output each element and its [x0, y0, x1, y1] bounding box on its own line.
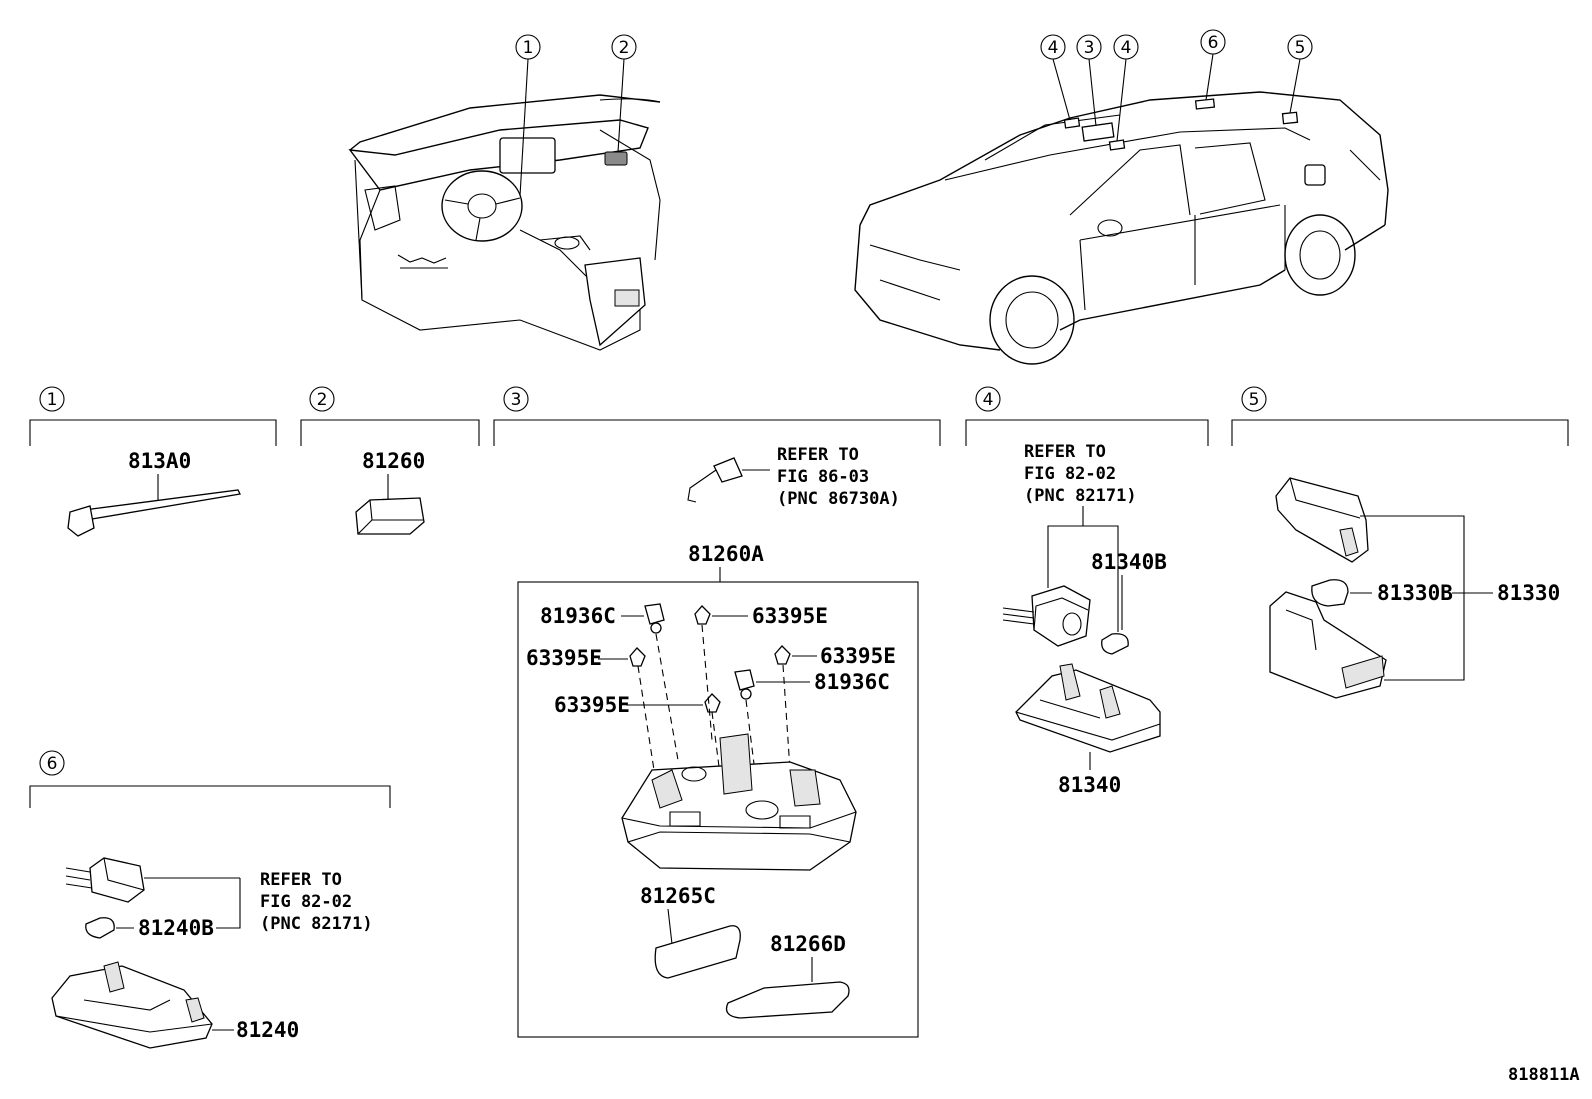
- section-4-number: 4: [983, 390, 994, 410]
- part-label-81260: 81260: [362, 449, 425, 473]
- part-label-81936C-a: 81936C: [540, 604, 616, 628]
- part-label-63395E-c: 63395E: [820, 644, 896, 668]
- part-label-81330: 81330: [1497, 581, 1560, 605]
- part-label-63395E-b: 63395E: [526, 646, 602, 670]
- callout-4b-top: 4: [1121, 38, 1132, 58]
- part-label-81260A: 81260A: [688, 542, 764, 566]
- part-label-81265C: 81265C: [640, 884, 716, 908]
- callout-3-top: 3: [1084, 38, 1095, 58]
- refer-note-4-line2: FIG 82-02: [1024, 464, 1116, 484]
- section-4: 4 REFER TO FIG 82-02 (PNC 82171) 81340B …: [965, 386, 1209, 797]
- callout-5-top: 5: [1295, 38, 1306, 58]
- part-label-81266D: 81266D: [770, 932, 846, 956]
- section-5-number: 5: [1249, 390, 1260, 410]
- refer-note-4-line1: REFER TO: [1024, 442, 1106, 462]
- part-label-63395E-d: 63395E: [554, 693, 630, 717]
- part-label-81240: 81240: [236, 1018, 299, 1042]
- section-3-number: 3: [511, 390, 522, 410]
- section-1-number: 1: [47, 390, 58, 410]
- section-5: 5 81330B 81330: [1231, 386, 1569, 699]
- callout-4a-top: 4: [1048, 38, 1059, 58]
- section-6-number: 6: [47, 754, 58, 774]
- refer-note-3-line2: FIG 86-03: [777, 467, 869, 487]
- section-2: 2 81260: [300, 386, 480, 535]
- refer-note-6-line2: FIG 82-02: [260, 892, 352, 912]
- refer-note-3-line3: (PNC 86730A): [777, 489, 900, 509]
- figure-id: 818811A: [1508, 1065, 1580, 1085]
- section-2-number: 2: [317, 390, 328, 410]
- part-label-81330B: 81330B: [1377, 581, 1453, 605]
- section-3: 3 REFER TO FIG 86-03 (PNC 86730A) 81260A…: [493, 386, 941, 1038]
- assembly-81260A-box: [517, 581, 919, 1038]
- callout-1-top: 1: [523, 38, 534, 58]
- refer-note-6-line3: (PNC 82171): [260, 914, 373, 934]
- part-label-81936C-b: 81936C: [814, 670, 890, 694]
- part-label-813A0: 813A0: [128, 449, 191, 473]
- refer-note-6-line1: REFER TO: [260, 870, 342, 890]
- part-label-63395E-a: 63395E: [752, 604, 828, 628]
- part-label-81340B: 81340B: [1091, 550, 1167, 574]
- top-callouts: 1 2 4 3 4 6 5: [515, 29, 1313, 197]
- vehicle-exterior-illustration: [854, 91, 1389, 365]
- refer-note-3-line1: REFER TO: [777, 445, 859, 465]
- section-6: 6 81240B REFER TO FIG 82-02 (PNC 82171) …: [29, 750, 391, 1049]
- part-label-81340: 81340: [1058, 773, 1121, 797]
- section-1: 1 813A0: [29, 386, 277, 537]
- part-label-81240B: 81240B: [138, 916, 214, 940]
- callout-2-top: 2: [619, 38, 630, 58]
- callout-6-top: 6: [1208, 33, 1219, 53]
- refer-note-4-line3: (PNC 82171): [1024, 486, 1137, 506]
- interior-dashboard-illustration: [348, 94, 661, 351]
